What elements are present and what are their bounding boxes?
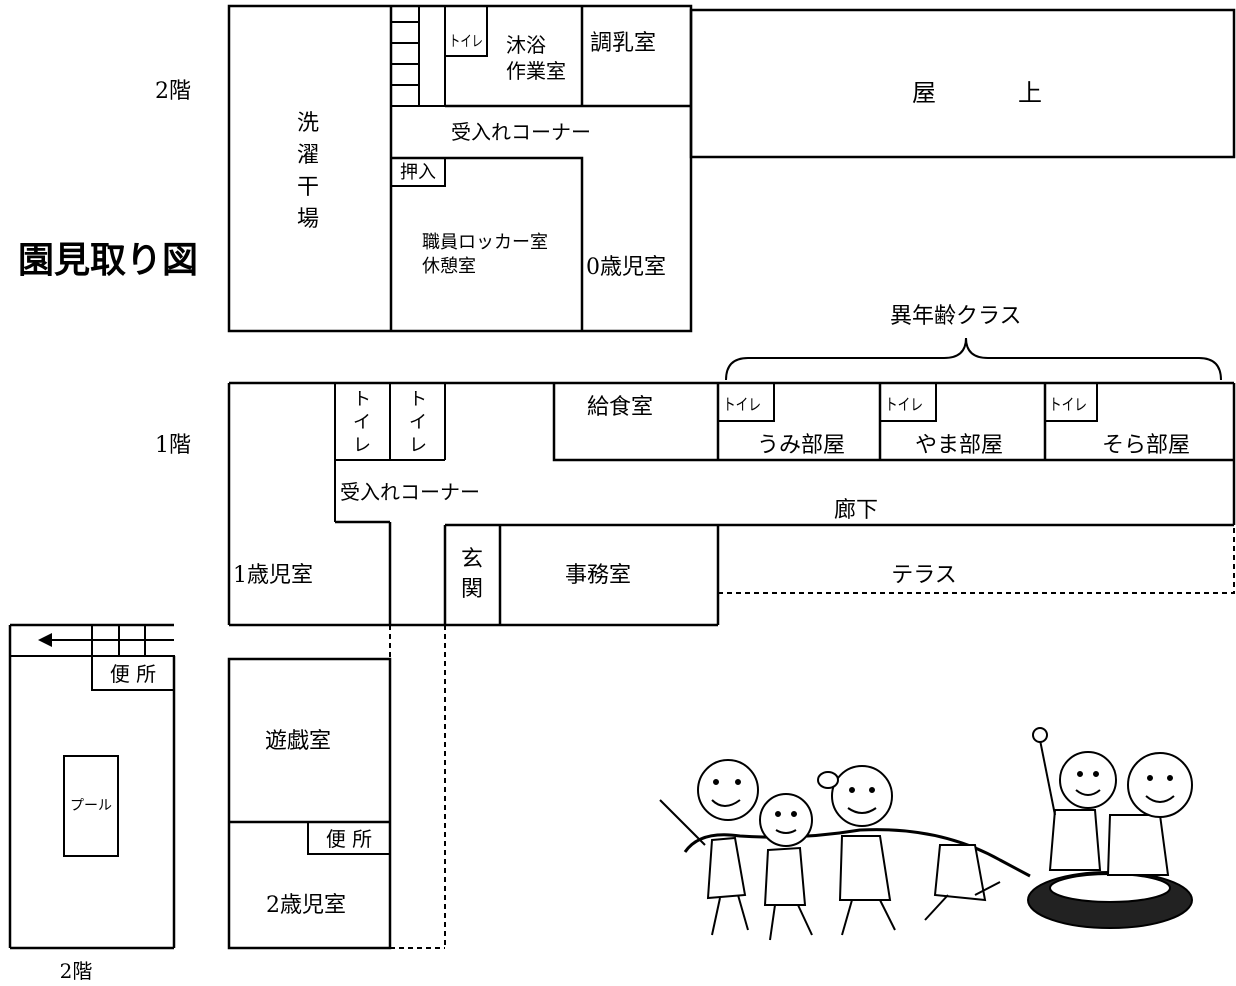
age2-room-label: 2歳児室 xyxy=(266,893,346,918)
rooftop-label-char-2: 上 xyxy=(1018,79,1042,107)
playroom-label: 遊戯室 xyxy=(265,729,331,754)
sora-room-label: そら部屋 xyxy=(1102,433,1190,458)
floor1-label: 1階 xyxy=(155,433,191,458)
diagram-title: 園見取り図 xyxy=(18,239,198,281)
yama-room-label: やま部屋 xyxy=(915,433,1003,458)
laundry-char-1: 洗 xyxy=(297,111,319,136)
terrace-label: テラス xyxy=(891,563,957,588)
staff-room-label-line1: 職員ロッカー室 xyxy=(422,232,548,253)
formula-room-label: 調乳室 xyxy=(590,31,656,56)
laundry-char-3: 干 xyxy=(297,175,319,200)
closet-label: 押入 xyxy=(400,162,436,183)
sora-toilet-label: トイレ xyxy=(1049,395,1087,414)
entrance-char-1: 玄 xyxy=(461,547,483,572)
floor1-plan xyxy=(227,381,1236,949)
toilet-a-char-3: レ xyxy=(353,435,371,456)
rooftop-label-char-1: 屋 xyxy=(912,79,936,107)
laundry-char-2: 濯 xyxy=(297,143,319,168)
kid-6 xyxy=(1106,752,1193,876)
age0-room-label: 0歳児室 xyxy=(586,255,666,280)
pool-area-floor-label: 2階 xyxy=(60,959,93,983)
toilet-b-char-1: ト xyxy=(409,389,427,410)
floor2-toilet-label: トイレ xyxy=(449,32,483,50)
kitchen-label: 給食室 xyxy=(587,395,653,420)
age1-room-label: 1歳児室 xyxy=(233,563,313,588)
rope xyxy=(683,828,1031,878)
bath-label-line2: 作業室 xyxy=(506,59,566,83)
entrance-char-2: 関 xyxy=(461,577,483,602)
annex-restroom-label: 便 所 xyxy=(326,827,372,851)
children-tug-of-war-illustration xyxy=(659,727,1193,941)
kid-1 xyxy=(659,759,759,936)
kid-3 xyxy=(817,765,896,936)
corridor-label: 廊下 xyxy=(834,498,878,523)
annex-plan xyxy=(227,657,392,950)
staff-room-label-line2: 休憩室 xyxy=(422,256,476,277)
floor2-reception-label: 受入れコーナー xyxy=(451,120,591,144)
kid-4 xyxy=(924,844,1001,921)
toilet-b-char-3: レ xyxy=(409,435,427,456)
umi-room-label: うみ部屋 xyxy=(757,433,845,458)
kid-5 xyxy=(1032,727,1117,871)
pool-restroom-label: 便 所 xyxy=(110,662,156,686)
floor2-label: 2階 xyxy=(155,79,191,104)
umi-toilet-label: トイレ xyxy=(723,395,761,414)
stair-direction-arrow-icon xyxy=(38,633,52,647)
office-label: 事務室 xyxy=(565,563,631,588)
toilet-a-char-2: イ xyxy=(353,412,371,433)
mixed-age-brace xyxy=(725,337,1222,381)
pool-area-plan xyxy=(8,623,176,950)
laundry-char-4: 場 xyxy=(297,207,319,232)
floor2-plan xyxy=(227,4,1236,333)
pool-label: プール xyxy=(70,798,112,814)
toilet-b-char-2: イ xyxy=(409,412,427,433)
floor1-reception-label: 受入れコーナー xyxy=(340,480,480,504)
yama-toilet-label: トイレ xyxy=(885,395,923,414)
kid-2 xyxy=(759,793,813,941)
bath-label-line1: 沐浴 xyxy=(506,33,546,57)
toilet-a-char-1: ト xyxy=(353,389,371,410)
mixed-age-class-label: 異年齢クラス xyxy=(890,304,1022,329)
